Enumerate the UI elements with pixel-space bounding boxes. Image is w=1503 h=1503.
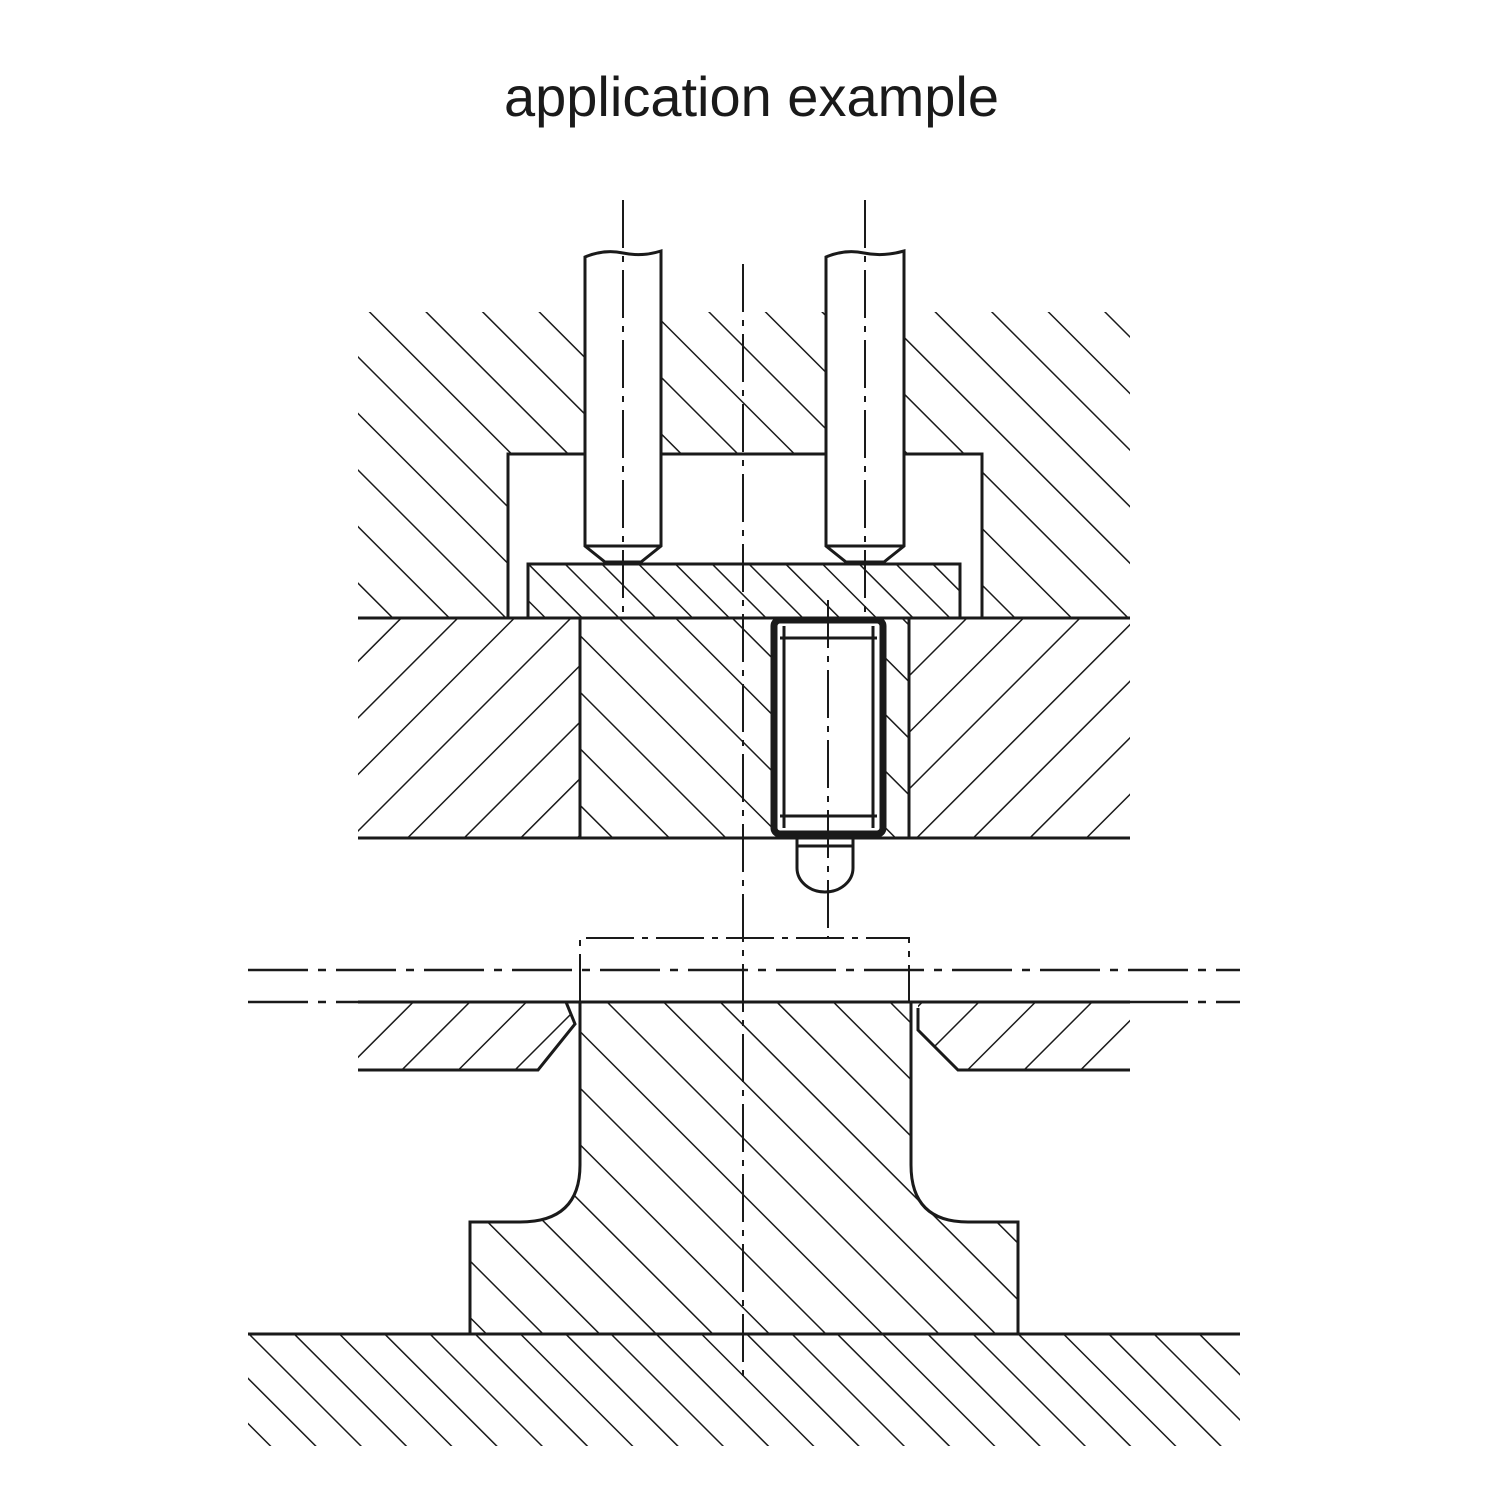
centre-lines <box>622 200 866 1376</box>
diagram-title: application example <box>504 65 999 128</box>
strip-phantom-lines <box>248 937 1240 1004</box>
ejector-pin-left <box>583 248 663 564</box>
lower-punch <box>468 1002 1020 1334</box>
strip-guide-right <box>916 1002 1130 1072</box>
middle-die-plate <box>358 616 1130 840</box>
ejector-pin-right <box>824 249 906 564</box>
strip-guide-left <box>358 1001 577 1072</box>
